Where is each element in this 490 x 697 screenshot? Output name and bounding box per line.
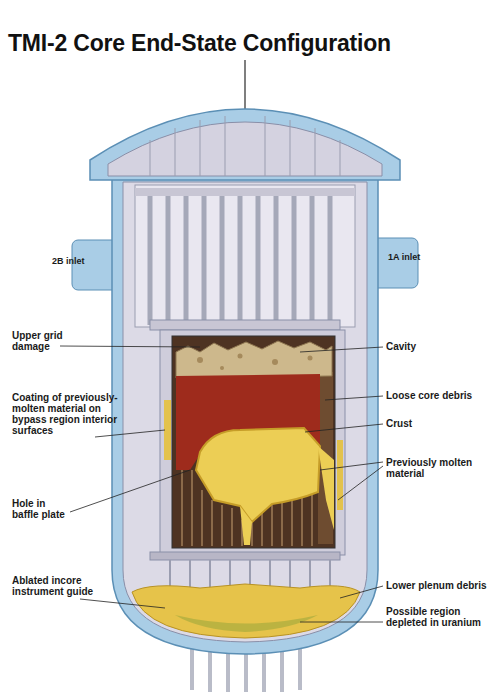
nozzle-label: 2B inlet xyxy=(52,256,102,267)
callout-label: Crust xyxy=(386,418,476,429)
callout-label: Previously molten material xyxy=(386,457,486,479)
callout-label: Upper grid damage xyxy=(12,330,74,352)
callout-label: Possible region depleted in uranium xyxy=(386,606,490,628)
diagram-title: TMI-2 Core End-State Configuration xyxy=(8,30,484,57)
callout-label: Cavity xyxy=(386,341,476,352)
callout-label: Ablated incore instrument guide xyxy=(12,575,107,597)
callout-label: Coating of previously-molten material on… xyxy=(12,392,124,436)
nozzle-label: 1A inlet xyxy=(388,252,448,263)
callout-label: Loose core debris xyxy=(386,390,486,401)
callout-label: Hole in baffle plate xyxy=(12,498,74,520)
callout-label: Lower plenum debris xyxy=(386,580,490,591)
